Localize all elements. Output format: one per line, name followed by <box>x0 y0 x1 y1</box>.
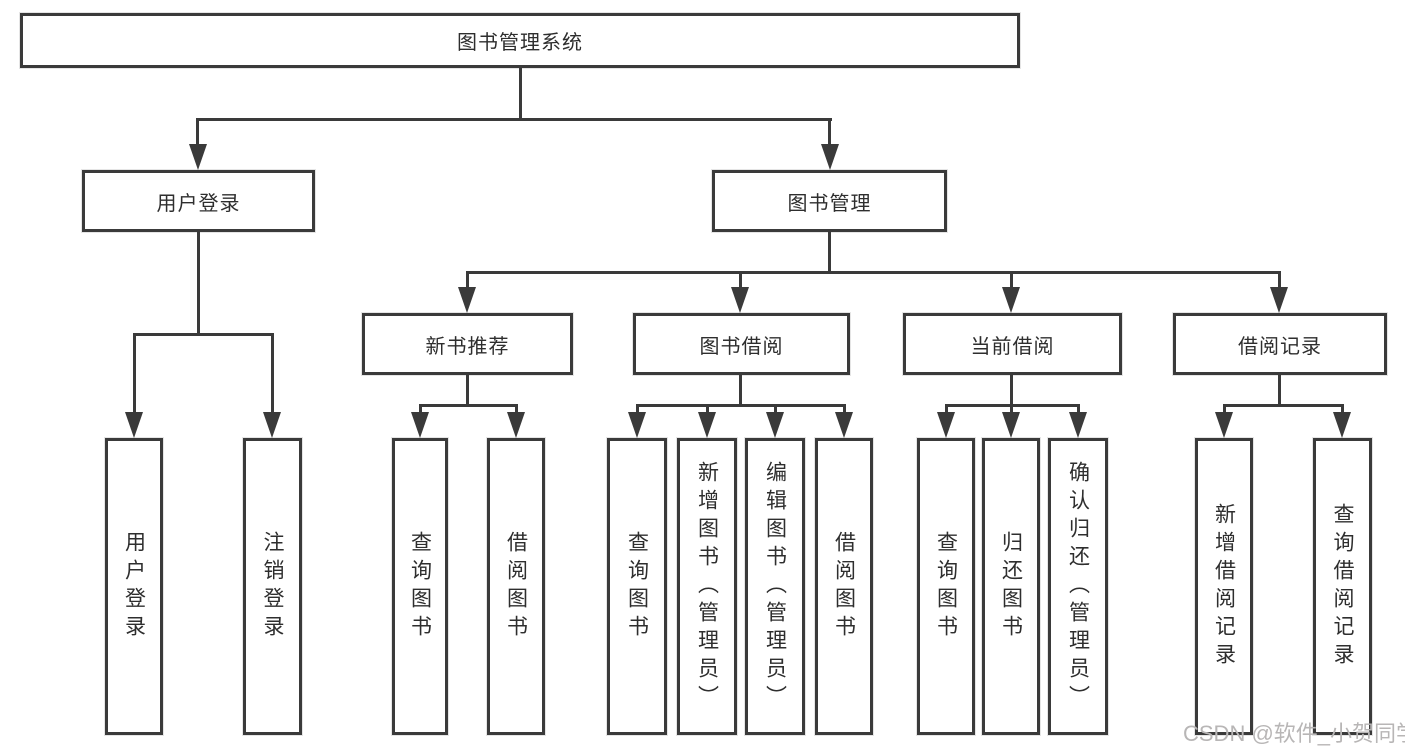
leaf-add-borrow-record-label: 新增借阅记录 <box>1212 502 1236 671</box>
leaf-query-books-borrow: 查询图书 <box>607 438 667 735</box>
leaf-query-books-current-label: 查询图书 <box>934 530 958 643</box>
connector-line <box>1278 375 1281 407</box>
watermark: CSDN @软件_小贺同学 <box>1183 721 1405 746</box>
leaf-edit-book-admin: 编辑图书（管理员） <box>745 438 805 735</box>
leaf-query-books-borrow-label: 查询图书 <box>625 530 649 643</box>
connector-line <box>1010 271 1013 289</box>
leaf-logout-label: 注销登录 <box>261 530 285 643</box>
node-current-borrow-label: 当前借阅 <box>970 335 1055 358</box>
arrow-down-icon <box>1215 412 1233 438</box>
connector-line <box>843 404 846 416</box>
node-book-borrow: 图书借阅 <box>633 313 850 375</box>
leaf-add-book-admin-label: 新增图书（管理员） <box>695 460 719 713</box>
connector-line <box>1341 404 1344 416</box>
connector-line <box>1223 404 1344 407</box>
node-book-management-label: 图书管理 <box>787 192 872 215</box>
leaf-confirm-return-admin: 确认归还（管理员） <box>1048 438 1108 735</box>
connector-line <box>515 404 518 416</box>
connector-line <box>133 333 136 413</box>
leaf-borrow-books: 借阅图书 <box>815 438 873 735</box>
leaf-add-book-admin: 新增图书（管理员） <box>677 438 737 735</box>
connector-line <box>1010 404 1013 416</box>
leaf-borrow-books-label: 借阅图书 <box>832 530 856 643</box>
connector-line <box>466 271 1281 274</box>
connector-line <box>196 118 832 121</box>
connector-line <box>636 404 639 416</box>
arrow-down-icon <box>458 287 476 313</box>
leaf-borrow-books-recommend: 借阅图书 <box>487 438 545 735</box>
connector-line <box>774 404 777 416</box>
connector-line <box>739 271 742 289</box>
connector-line <box>1278 271 1281 289</box>
arrow-down-icon <box>263 412 281 438</box>
node-root: 图书管理系统 <box>20 13 1020 68</box>
leaf-query-books-recommend: 查询图书 <box>392 438 448 735</box>
connector-line <box>466 375 469 407</box>
connector-line <box>419 404 518 407</box>
node-current-borrow: 当前借阅 <box>903 313 1122 375</box>
leaf-query-books-recommend-label: 查询图书 <box>408 530 432 643</box>
connector-line <box>1223 404 1226 416</box>
connector-line <box>1077 404 1080 416</box>
connector-line <box>706 404 709 416</box>
leaf-query-books-current: 查询图书 <box>917 438 975 735</box>
node-book-borrow-label: 图书借阅 <box>699 335 784 358</box>
connector-line <box>197 232 200 336</box>
node-new-book-recommend: 新书推荐 <box>362 313 573 375</box>
node-new-book-recommend-label: 新书推荐 <box>425 335 510 358</box>
leaf-edit-book-admin-label: 编辑图书（管理员） <box>763 460 787 713</box>
node-user-login-label: 用户登录 <box>156 192 241 215</box>
arrow-down-icon <box>189 144 207 170</box>
node-root-label: 图书管理系统 <box>457 32 583 54</box>
leaf-logout: 注销登录 <box>243 438 302 735</box>
arrow-down-icon <box>411 412 429 438</box>
connector-line <box>271 333 274 413</box>
leaf-confirm-return-admin-label: 确认归还（管理员） <box>1066 460 1090 713</box>
leaf-borrow-books-recommend-label: 借阅图书 <box>504 530 528 643</box>
arrow-down-icon <box>731 287 749 313</box>
leaf-query-borrow-record-label: 查询借阅记录 <box>1331 502 1355 671</box>
arrow-down-icon <box>1069 412 1087 438</box>
arrow-down-icon <box>698 412 716 438</box>
arrow-down-icon <box>766 412 784 438</box>
connector-line <box>466 271 469 289</box>
connector-line <box>828 232 831 274</box>
arrow-down-icon <box>628 412 646 438</box>
connector-line <box>419 404 422 416</box>
leaf-return-book-label: 归还图书 <box>999 530 1023 643</box>
leaf-add-borrow-record: 新增借阅记录 <box>1195 438 1253 735</box>
connector-line <box>636 404 846 407</box>
connector-line <box>519 68 522 121</box>
node-borrow-records: 借阅记录 <box>1173 313 1387 375</box>
arrow-down-icon <box>1270 287 1288 313</box>
node-book-management: 图书管理 <box>712 170 947 232</box>
leaf-return-book: 归还图书 <box>982 438 1040 735</box>
connector-line <box>133 333 274 336</box>
connector-line <box>196 118 199 146</box>
arrow-down-icon <box>937 412 955 438</box>
connector-line <box>739 375 742 407</box>
connector-line <box>1010 375 1013 407</box>
leaf-user-login: 用户登录 <box>105 438 163 735</box>
node-borrow-records-label: 借阅记录 <box>1238 335 1322 358</box>
node-user-login: 用户登录 <box>82 170 315 232</box>
arrow-down-icon <box>835 412 853 438</box>
arrow-down-icon <box>1002 412 1020 438</box>
connector-line <box>828 118 831 146</box>
arrow-down-icon <box>1333 412 1351 438</box>
arrow-down-icon <box>125 412 143 438</box>
arrow-down-icon <box>821 144 839 170</box>
arrow-down-icon <box>507 412 525 438</box>
arrow-down-icon <box>1002 287 1020 313</box>
leaf-query-borrow-record: 查询借阅记录 <box>1313 438 1372 735</box>
leaf-user-login-label: 用户登录 <box>122 530 146 643</box>
connector-line <box>945 404 948 416</box>
